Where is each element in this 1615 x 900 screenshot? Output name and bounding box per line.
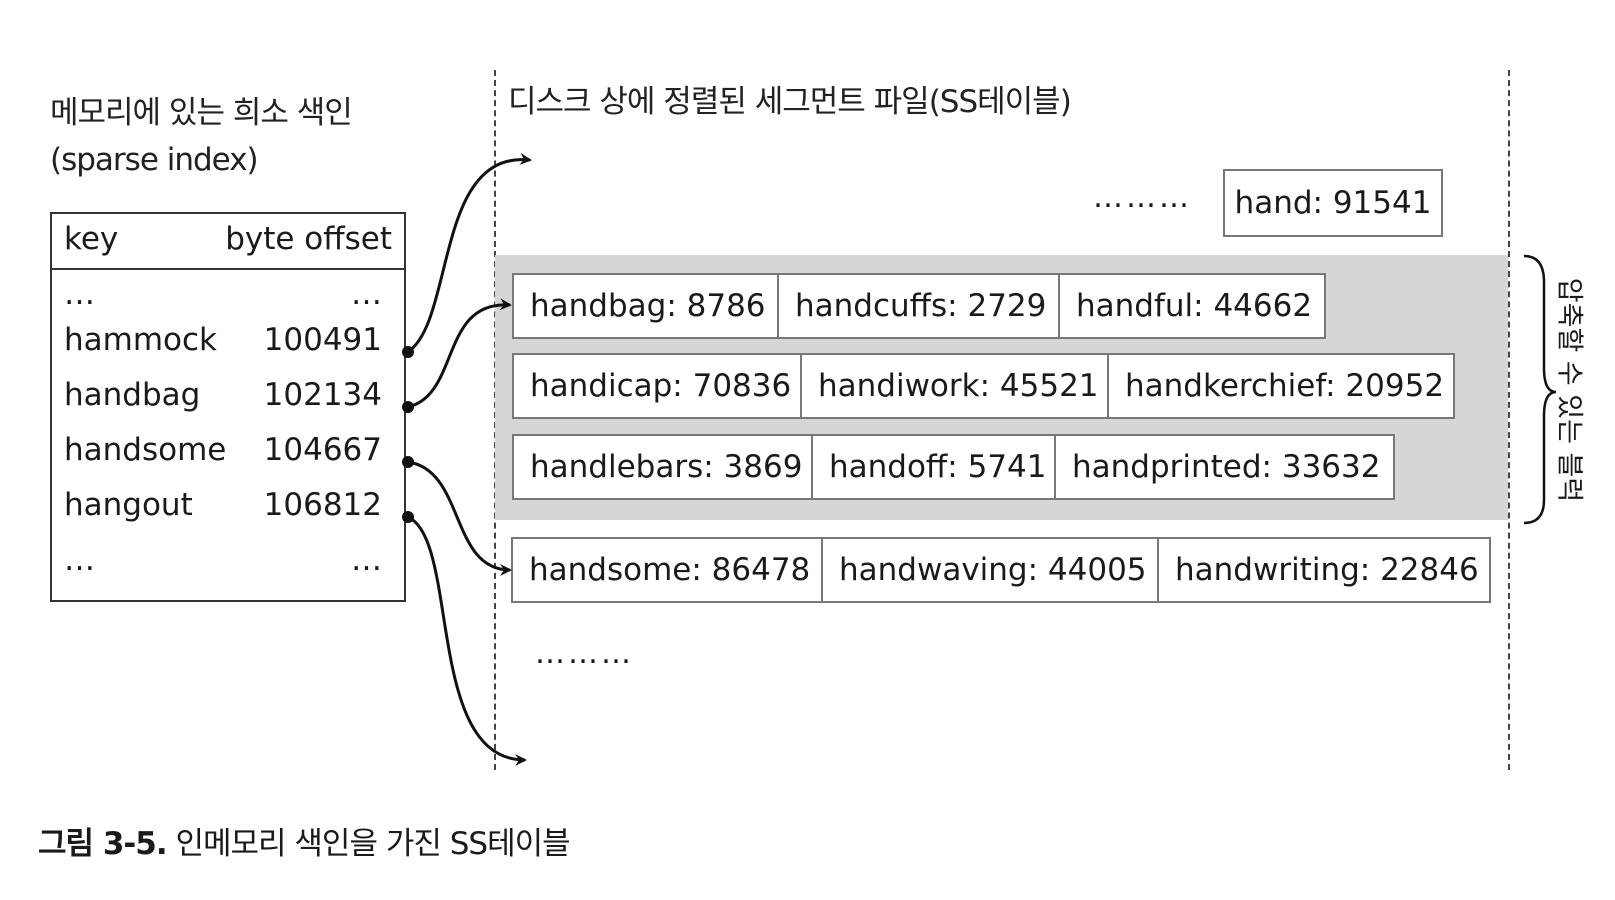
segment-entry: handlebars: 3869	[514, 436, 813, 498]
segment-bottom-dots: ………	[535, 636, 634, 671]
header-byte-offset: byte offset	[225, 221, 392, 257]
caption-number: 그림 3-5.	[38, 826, 168, 862]
index-row-offset: 100491	[263, 322, 382, 358]
segment-entry: handicap: 70836	[514, 355, 802, 417]
ellipsis-bottom-key: …	[64, 542, 95, 578]
figure-caption: 그림 3-5. 인메모리 색인을 가진 SS테이블	[38, 818, 571, 863]
index-row-offset: 102134	[263, 377, 382, 413]
index-row-offset: 104667	[263, 432, 382, 468]
index-table-header: key byte offset	[52, 214, 404, 270]
caption-text: 인메모리 색인을 가진 SS테이블	[166, 826, 570, 862]
arrow-handbag	[407, 298, 512, 409]
compressed-block: handbag: 8786 handcuffs: 2729 handful: 4…	[512, 273, 1326, 339]
segment-entry: handprinted: 33632	[1072, 449, 1381, 485]
index-row-key: handbag	[64, 377, 201, 413]
header-key: key	[64, 221, 119, 257]
ellipsis-top-key: …	[64, 276, 95, 312]
ellipsis-top-offset: …	[351, 276, 382, 312]
segment-entry: handiwork: 45521	[802, 355, 1109, 417]
segment-entry: handoff: 5741	[813, 436, 1056, 498]
index-row-key: hangout	[64, 487, 193, 523]
compressed-block: handlebars: 3869 handoff: 5741 handprint…	[512, 434, 1395, 500]
segment-entry: handbag: 8786	[514, 275, 779, 337]
index-row-key: handsome	[64, 432, 227, 468]
compressible-brace	[1523, 254, 1557, 525]
segment-entry: handsome: 86478	[513, 539, 823, 601]
segment-entry: handwaving: 44005	[823, 539, 1159, 601]
index-row-offset: 106812	[263, 487, 382, 523]
memory-index-title: 메모리에 있는 희소 색인 (sparse index)	[50, 90, 353, 184]
hand-entry-box: hand: 91541	[1223, 169, 1443, 237]
segment-entry: handcuffs: 2729	[779, 275, 1060, 337]
compressible-block-label: 압축할 수 있는 블럭	[1553, 277, 1585, 503]
segment-right-boundary	[1508, 70, 1510, 770]
segment-entry: handkerchief: 20952	[1125, 368, 1445, 404]
segment-entry: handwriting: 22846	[1175, 552, 1479, 588]
segment-top-dots: ………	[1093, 180, 1192, 215]
arrow-hammock	[407, 153, 532, 354]
memory-index-title-line2: (sparse index)	[50, 142, 259, 178]
compressed-block: handicap: 70836 handiwork: 45521 handker…	[512, 353, 1455, 419]
arrow-hangout	[407, 515, 527, 766]
ellipsis-bottom-offset: …	[351, 542, 382, 578]
memory-index-title-line1: 메모리에 있는 희소 색인	[50, 95, 353, 131]
arrow-handsome	[407, 460, 512, 576]
sparse-index-table: key byte offset … … hammock 100491 handb…	[50, 212, 406, 602]
disk-segment-title: 디스크 상에 정렬된 세그먼트 파일(SS테이블)	[508, 84, 1072, 120]
next-block: handsome: 86478 handwaving: 44005 handwr…	[511, 537, 1491, 603]
segment-entry: handful: 44662	[1076, 288, 1313, 324]
index-row-key: hammock	[64, 322, 218, 358]
